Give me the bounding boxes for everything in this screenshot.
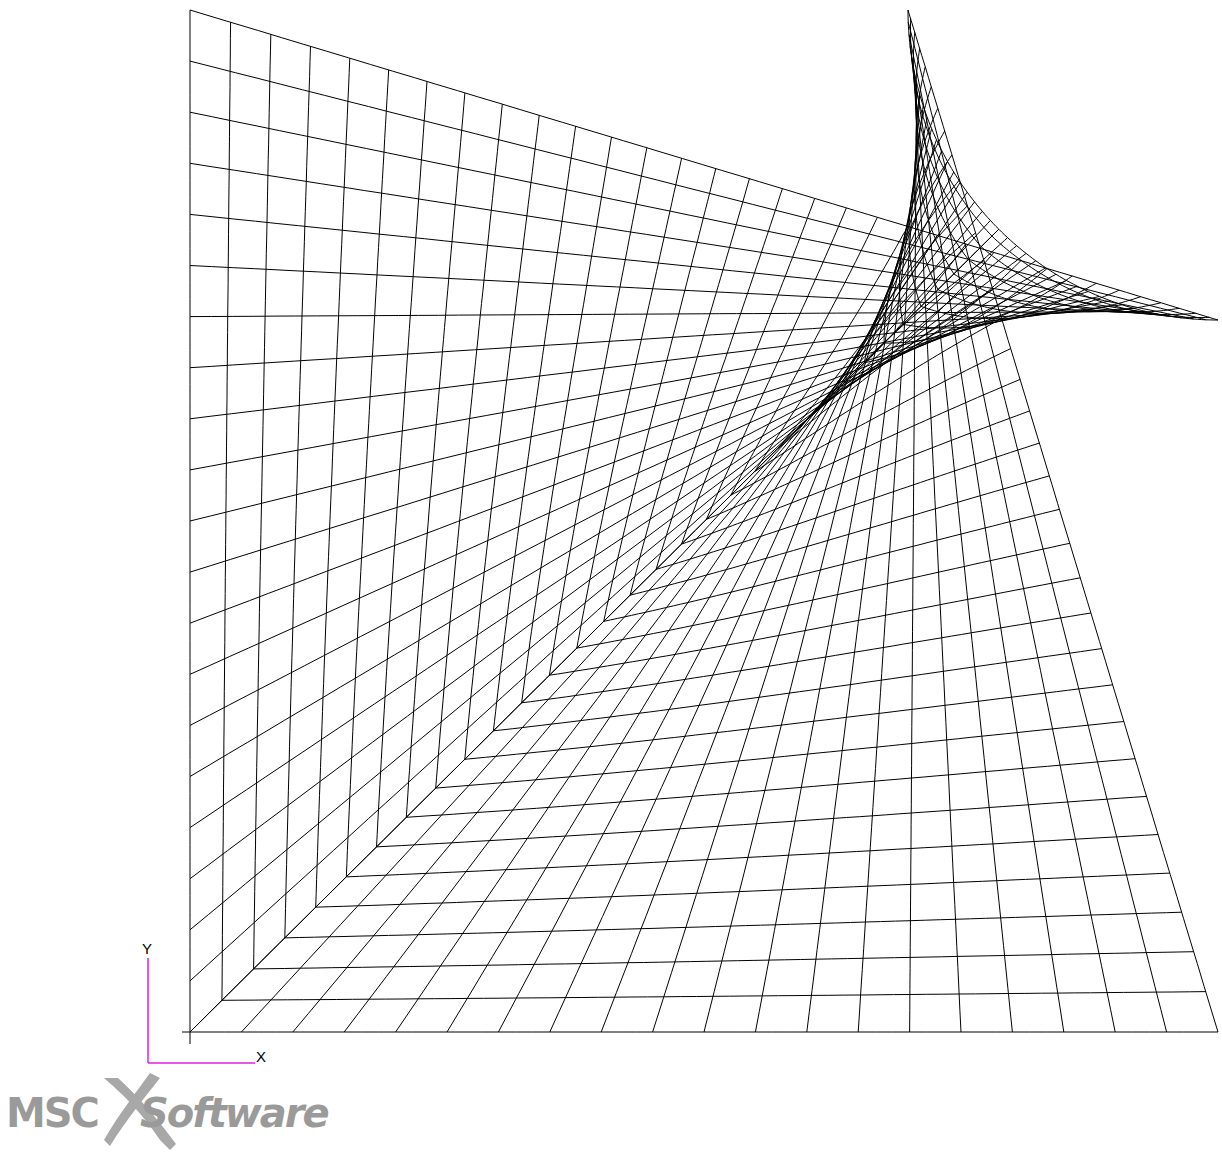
finite-element-mesh [190,10,1218,1032]
x-axis [148,1062,255,1064]
mesh-line [999,229,1218,320]
mesh-line [346,70,388,877]
mesh-line [377,796,1147,847]
mesh-line [222,992,1206,1001]
mesh-line [981,247,1196,315]
mesh-line [254,952,1194,969]
mesh-line [522,613,1091,703]
mesh-line [254,34,271,969]
axis-label: Y [142,941,152,956]
mesh-line [190,10,1218,320]
mesh-line [190,266,1158,315]
mesh-line [912,59,1013,1033]
mesh-line [908,10,1218,1032]
mesh-line [436,104,503,788]
mesh-line [755,319,1002,472]
mesh-line [577,543,1070,648]
mesh-line [549,578,1080,675]
mesh-line [190,261,1036,828]
mesh-line [801,261,985,427]
y-axis [147,958,149,1063]
mesh-line [577,158,682,648]
mesh-line [656,189,782,570]
mesh-line [914,87,938,290]
logo-text: Software [140,1093,328,1133]
mesh-line [396,192,968,1032]
mesh-line [406,759,1135,818]
mesh-line [316,58,350,907]
mesh-line [190,229,999,1032]
mesh-line [884,276,1072,343]
mesh-line [913,32,981,246]
mesh-line [190,214,1170,316]
mesh-line [884,155,952,343]
mesh-line [630,179,749,596]
mesh-line [704,129,932,1032]
mesh-line [604,169,716,622]
mesh-line [916,49,969,260]
mesh-line [908,10,999,229]
logo-text: MSC [6,1093,98,1133]
mesh-line [293,211,983,1032]
mesh-line [190,229,999,1032]
mesh-line [465,115,539,759]
mesh-line [190,308,1134,367]
mesh-line [682,411,1030,544]
mesh-line [493,649,1101,731]
mesh-line [346,835,1158,877]
mesh-line [656,443,1039,569]
mesh-line [190,296,1099,521]
mesh-line [968,260,1179,313]
mesh-line [522,137,612,703]
mesh-line [406,93,465,817]
origin-tick [182,1032,190,1033]
mesh-line [285,912,1182,938]
mesh-line [190,10,191,1032]
mesh-line [190,112,1194,319]
mesh-line [549,148,646,675]
origin-tick [190,1032,191,1044]
mesh-line [992,236,1209,317]
mesh-line [285,46,311,938]
mesh-line [706,379,1020,519]
mesh-line [190,163,1182,318]
mesh-line [914,71,961,1033]
axis-label: X [256,1049,266,1064]
mesh-line [436,722,1124,789]
mesh-line [190,1032,1218,1033]
mesh-line [731,349,1011,496]
mesh-line [778,289,993,448]
mesh-line [910,82,917,1032]
mesh-line [344,202,974,1032]
mesh-line [377,82,428,847]
mesh-line [911,19,992,236]
mesh-line [222,22,231,1000]
mesh-line [938,290,1141,314]
mesh-line [630,476,1049,595]
mesh-line [316,873,1170,907]
mesh-line [465,685,1113,760]
mesh-line [755,226,908,471]
mesh-line [682,198,815,544]
mesh-line [604,509,1060,621]
